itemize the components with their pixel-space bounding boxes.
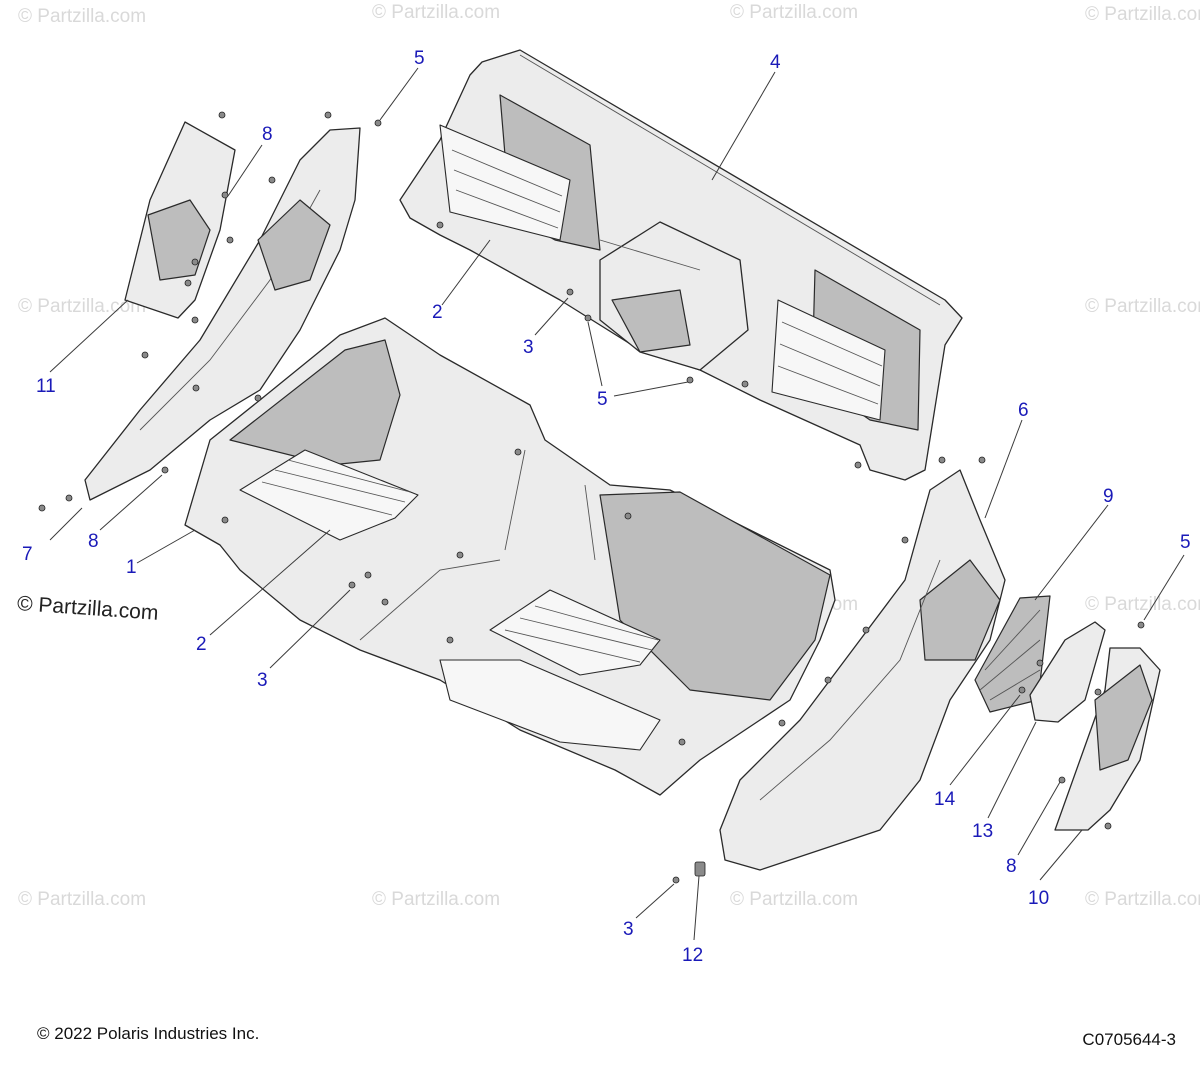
watermark: © Partzilla.com <box>18 296 146 317</box>
right-side-panel <box>719 469 1006 871</box>
clip <box>694 861 706 877</box>
callout-5: 5 <box>414 48 425 69</box>
right-corner-trim <box>1054 647 1161 831</box>
watermark: © Partzilla.com <box>18 6 146 27</box>
callout-6: 6 <box>1018 400 1029 421</box>
callout-8: 8 <box>1006 856 1017 877</box>
fasteners <box>38 111 1145 884</box>
watermark: © Partzilla.com <box>372 889 500 910</box>
watermark: © Partzilla.com <box>1085 594 1200 615</box>
callout-3: 3 <box>523 337 534 358</box>
callout-3: 3 <box>623 919 634 940</box>
callout-9: 9 <box>1103 486 1114 507</box>
left-side-panel <box>84 127 361 501</box>
watermark: © Partzilla.com <box>1085 296 1200 317</box>
watermark: © Partzilla.com <box>730 2 858 23</box>
callout-12: 12 <box>682 945 703 966</box>
cargo-box-tub <box>184 317 836 796</box>
callout-8: 8 <box>262 124 273 145</box>
callout-13: 13 <box>972 821 993 842</box>
callout-10: 10 <box>1028 888 1049 909</box>
right-grille-bracket <box>1029 621 1106 723</box>
watermark: © Partzilla.com <box>730 889 858 910</box>
callout-labels: 1 2 2 2 3 3 3 4 5 5 5 5 6 7 8 8 8 9 10 1… <box>22 48 1191 966</box>
rear-bulkhead-panel <box>399 49 963 481</box>
callout-1: 1 <box>126 557 137 578</box>
copyright-notice: © 2022 Polaris Industries Inc. <box>37 1024 260 1043</box>
watermark: © Partzilla.com <box>18 889 146 910</box>
callout-5: 5 <box>597 389 608 410</box>
callout-11: 11 <box>36 376 56 397</box>
left-corner-trim <box>124 121 236 319</box>
leader-lines <box>49 67 1185 941</box>
callout-5: 5 <box>1180 532 1191 553</box>
callout-8: 8 <box>88 531 99 552</box>
callout-3: 3 <box>257 670 268 691</box>
callout-4: 4 <box>770 52 781 73</box>
figure-code: C0705644-3 <box>1082 1030 1176 1049</box>
callout-7: 7 <box>22 544 33 565</box>
callout-2: 2 <box>196 634 207 655</box>
watermark: © Partzilla.com <box>1085 4 1200 25</box>
callout-14: 14 <box>934 789 956 810</box>
callout-2: 2 <box>432 302 443 323</box>
right-grille <box>974 595 1051 713</box>
watermark: © Partzilla.com <box>372 2 500 23</box>
watermark: © Partzilla.com <box>1085 889 1200 910</box>
